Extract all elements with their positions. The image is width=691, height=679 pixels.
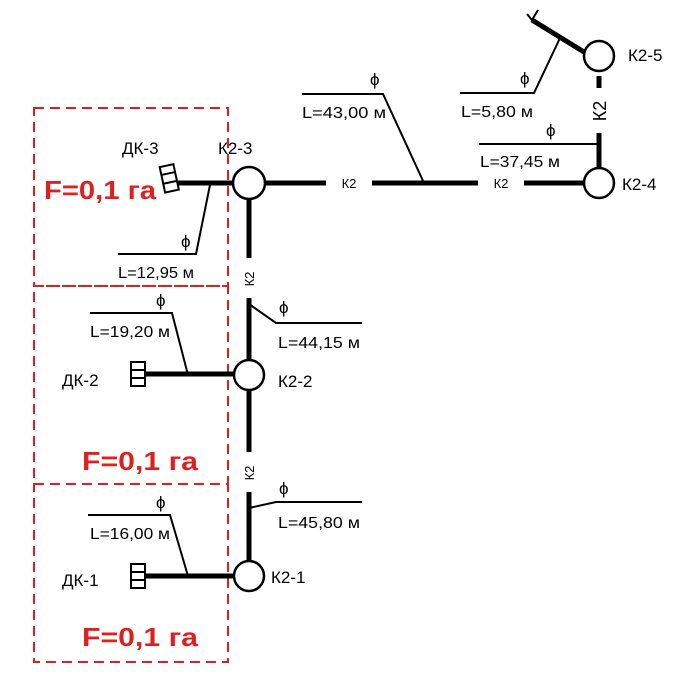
pipe-k25-outlet [530,17,586,55]
pipe-label-k21-k22: К2 [242,466,257,481]
well-label-k2-4: К2-4 [622,175,656,194]
well-label-k2-1: К2-1 [271,568,305,587]
length-label-dk3-k23: L=12,95 м [118,265,194,282]
diameter-icon-dk1-k21: ϕ [156,493,166,512]
diameter-icon-k22-k23: ϕ [279,298,289,317]
leader-dk3-k23 [118,184,211,255]
well-k2-2 [232,358,266,392]
pipe-label-k24-k25: К2 [590,101,610,122]
leader-k21-k22 [248,501,362,509]
catchment-zone-1 [33,483,229,663]
length-label-dk2-k22: L=19,20 м [90,324,170,341]
length-label-k22-k23: L=44,15 м [278,335,360,352]
pipe-label-k23-k24-right: К2 [494,176,509,191]
length-label-k23-k24: L=43,00 м [302,105,386,122]
well-k2-5 [582,39,616,73]
diameter-icon-k21-k22: ϕ [279,479,289,498]
well-k2-3 [231,165,267,201]
pipe-label-k23-k24-left: К2 [342,176,357,191]
length-label-k24-k25: L=5,80 м [461,104,533,121]
leader-k24-k25 [460,37,561,94]
leader-dk1-k21 [88,514,189,577]
diameter-icon-k23-k24: ϕ [370,70,380,89]
drain-inlet-dk-1 [130,563,146,589]
drain-inlet-dk-3 [158,163,180,194]
well-k2-1 [232,559,266,593]
drain-label-dk-2: ДК-2 [62,371,99,390]
area-label-zone-3: F=0,1 га [44,175,157,205]
leader-k22-k23 [248,303,362,324]
leader-k23-k24 [302,93,425,184]
drain-inlet-dk-2 [130,361,146,387]
outlet-end-mark [526,9,539,22]
length-label-k24-right: L=37,45 м [480,154,560,171]
well-label-k2-2: К2-2 [278,372,312,391]
diameter-icon-dk3-k23: ϕ [181,232,191,251]
pipe-label-k22-k23: К2 [242,272,257,287]
area-label-zone-1: F=0,1 га [82,622,199,652]
well-label-k2-3: К2-3 [218,139,252,158]
leader-dk2-k22 [90,312,189,376]
diameter-icon-dk2-k22: ϕ [156,291,166,310]
diameter-icon-k24-k25: ϕ [520,69,530,88]
drain-label-dk-3: ДК-3 [122,139,159,158]
well-label-k2-5: К2-5 [628,46,662,65]
length-label-k21-k22: L=45,80 м [278,515,360,532]
drain-label-dk-1: ДК-1 [62,571,99,590]
well-k2-4 [582,166,616,200]
area-label-zone-2: F=0,1 га [82,446,199,476]
diameter-icon-k24-right: ϕ [546,121,556,140]
length-label-dk1-k21: L=16,00 м [90,526,170,543]
